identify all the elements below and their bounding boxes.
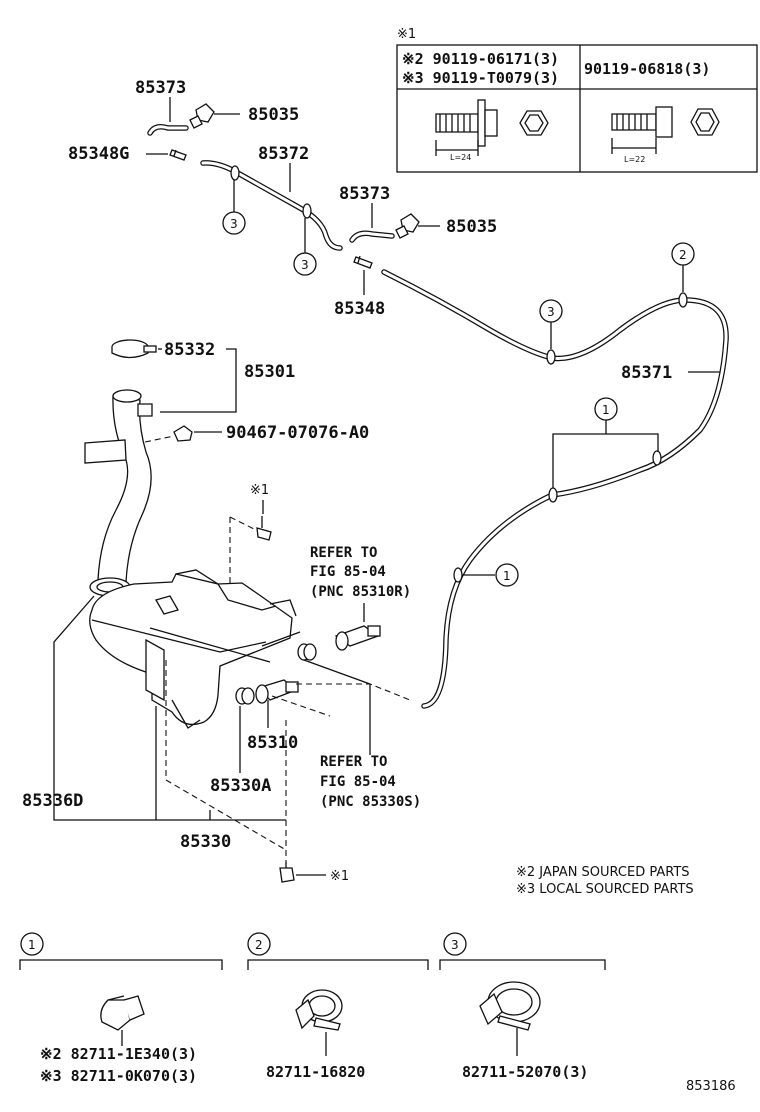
label-85348G: 85348G [68,144,129,164]
svg-text:1: 1 [602,403,610,417]
clamp-90467 [173,425,193,442]
flange-bolt-icon: L=24 [435,99,549,162]
bolt-length-2: L=22 [624,155,645,164]
star1-bottom: ※1 [330,869,349,884]
pump-85310R [334,625,381,651]
pump-85310 [255,679,299,704]
clip-legend-2: 2 82711-16820 [247,932,429,1081]
hose-85372 [200,160,343,251]
bolt-length-1: L=24 [450,153,471,162]
star1-top: ※1 [250,483,269,498]
grommet-85330A [235,687,255,705]
clip-2-pn: 82711-16820 [266,1063,365,1081]
label-85330: 85330 [180,832,231,852]
callout-3-a [222,211,246,235]
bolt-pn-2: 90119-06818(3) [584,60,710,78]
tank-85330 [89,569,301,729]
clip-3-icon [479,981,541,1031]
nozzle-85035-mid [395,213,420,239]
ref2-line1: REFER TO [320,754,387,770]
clip-1-icon [100,995,145,1031]
cap-85332 [111,339,157,359]
callout-1-b [495,563,519,587]
svg-text:1: 1 [503,569,511,583]
bolt-star1-top [256,516,272,541]
ref2-line2: FIG 85-04 [320,774,396,790]
clip-2-icon [295,989,343,1031]
inlet-85301 [84,389,153,583]
clip-3-pn: 82711-52070(3) [462,1063,588,1081]
hose-85371 [381,269,729,709]
bolt-table-marker: ※1 [397,27,416,42]
label-85035-mid: 85035 [446,217,497,237]
clip-1-pn-local: ※3 82711-0K070(3) [40,1067,197,1085]
hose-85373-mid [349,230,395,243]
note-japan-sourced: ※2 JAPAN SOURCED PARTS [516,865,690,880]
svg-text:3: 3 [451,938,459,952]
label-85371: 85371 [621,363,672,383]
label-85373-mid: 85373 [339,184,390,204]
ref1-line2: FIG 85-04 [310,564,386,580]
svg-text:3: 3 [547,305,555,319]
clip-1-pn-japan: ※2 82711-1E340(3) [40,1045,197,1063]
nozzle-85035-top [189,103,215,129]
svg-text:3: 3 [230,217,238,231]
hose-85373-top [147,124,189,136]
svg-text:1: 1 [28,938,36,952]
hex-bolt-icon: L=22 [611,106,720,164]
bolt-star1-bottom [279,862,295,883]
note-local-sourced: ※3 LOCAL SOURCED PARTS [516,882,694,897]
joint-85348G [169,149,187,161]
bolt-pn-japan: ※2 90119-06171(3) [402,50,559,68]
label-85336D: 85336D [22,791,83,811]
callout-3-b [293,252,317,276]
label-85372: 85372 [258,144,309,164]
ref1-line1: REFER TO [310,545,377,561]
label-85301: 85301 [244,362,295,382]
label-85035-top: 85035 [248,105,299,125]
clip-legend-3: 3 82711-52070(3) [439,932,606,1081]
svg-text:2: 2 [679,248,687,262]
bolt-pn-local: ※3 90119-T0079(3) [402,69,559,87]
callout-3-c [539,299,563,323]
label-90467: 90467-07076-A0 [226,423,369,443]
label-85330A: 85330A [210,776,271,796]
grommet-upper [297,643,317,661]
callout-2-a [671,242,695,266]
figure-id: 853186 [686,1079,736,1094]
svg-text:2: 2 [255,938,263,952]
label-85332: 85332 [164,340,215,360]
ref2-line3: (PNC 85330S) [320,794,421,810]
label-85348: 85348 [334,299,385,319]
svg-text:3: 3 [301,258,309,272]
label-85373-top: 85373 [135,78,186,98]
joint-85348 [353,255,373,269]
label-85310: 85310 [247,733,298,753]
bolt-table: ※1 ※2 90119-06171(3) ※3 90119-T0079(3) 9… [396,27,758,173]
ref1-line3: (PNC 85310R) [310,584,411,600]
clip-legend-1: 1 ※2 82711-1E340(3) ※3 82711-0K070(3) [19,932,223,1085]
